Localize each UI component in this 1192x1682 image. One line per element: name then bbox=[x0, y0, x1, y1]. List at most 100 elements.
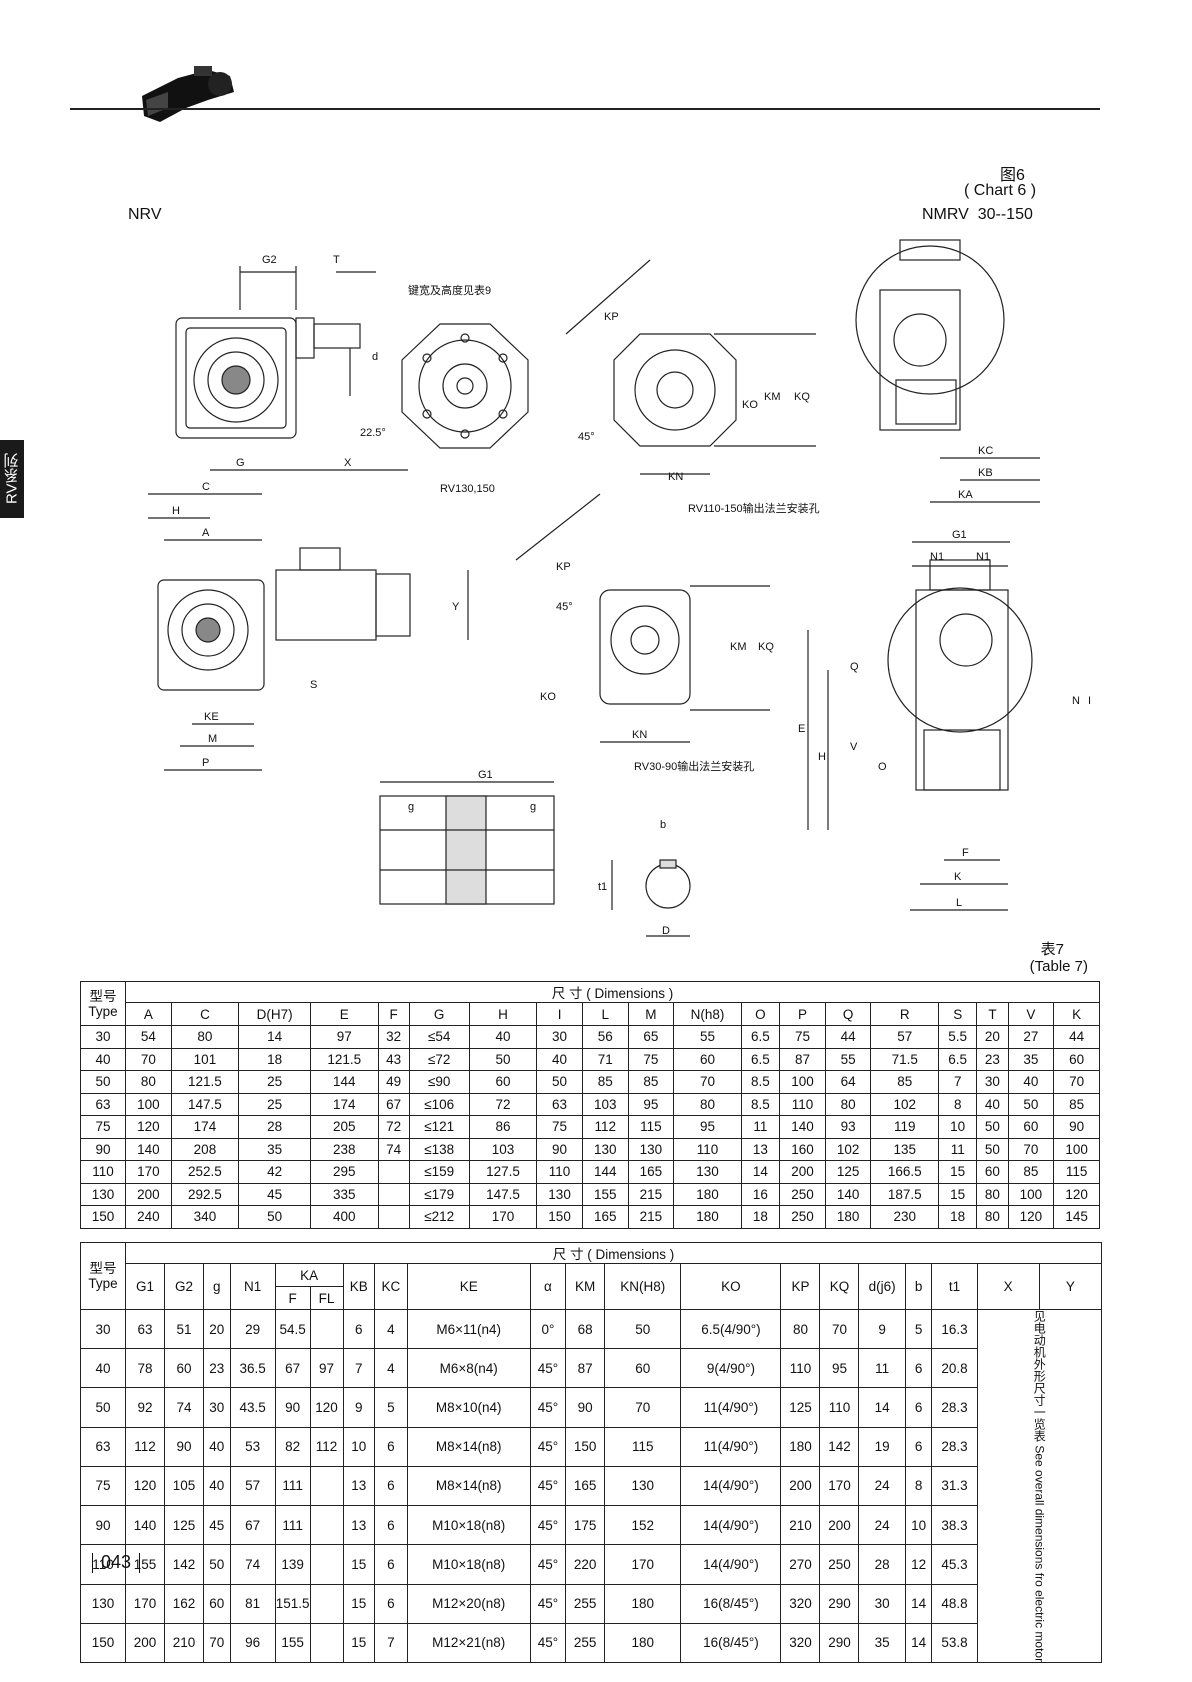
flange-rv30 bbox=[515, 493, 770, 743]
table8-cell: 45.3 bbox=[931, 1544, 978, 1585]
table7-col-header: P bbox=[779, 1002, 826, 1026]
table8-col-header: g bbox=[202, 1263, 231, 1310]
table7-cell: 75 bbox=[536, 1115, 583, 1139]
table7-cell: 72 bbox=[468, 1092, 538, 1116]
table7-cell: 174 bbox=[310, 1092, 379, 1116]
table8-cell: 45° bbox=[529, 1622, 567, 1664]
table7-cell: 205 bbox=[310, 1115, 379, 1139]
table7-cell: 35 bbox=[1007, 1047, 1055, 1071]
table7-cell: 135 bbox=[870, 1137, 939, 1161]
table7-cell: 95 bbox=[627, 1092, 675, 1116]
table8-cell: 45° bbox=[529, 1348, 567, 1389]
table7-cell: 40 bbox=[976, 1092, 1009, 1116]
table8-cell: 125 bbox=[163, 1505, 204, 1546]
table7-col-header: F bbox=[377, 1002, 410, 1026]
dim-H-2: H bbox=[818, 751, 826, 763]
table7-col-header: T bbox=[976, 1002, 1009, 1026]
dim-KE: KE bbox=[204, 711, 219, 723]
table8-cell: 80 bbox=[780, 1308, 821, 1350]
table7-col-header: O bbox=[740, 1002, 781, 1026]
table7-cell: 50 bbox=[536, 1070, 583, 1094]
key-note: 键宽及高度见表9 bbox=[408, 283, 491, 297]
table7-cell: 8.5 bbox=[740, 1070, 781, 1094]
table7-cell: 14 bbox=[740, 1160, 781, 1184]
dim-KN-2: KN bbox=[632, 729, 647, 741]
table8-cell: 90 bbox=[565, 1387, 606, 1428]
table7-cell: 125 bbox=[824, 1160, 872, 1184]
table8-col-header: KP bbox=[780, 1263, 821, 1310]
table7-cell: 7 bbox=[937, 1070, 978, 1094]
table7-cell: 55 bbox=[673, 1025, 742, 1049]
table8-cell: M10×18(n8) bbox=[406, 1505, 531, 1546]
nmrv-side-view bbox=[855, 239, 1040, 503]
table7-cell: 180 bbox=[673, 1182, 742, 1206]
dim-KA: KA bbox=[958, 489, 973, 501]
table7-cell: 32 bbox=[377, 1025, 410, 1049]
dim-KQ-2: KQ bbox=[758, 641, 774, 653]
table8-cell: 110 bbox=[819, 1387, 860, 1428]
table7-cell: 120 bbox=[1053, 1182, 1100, 1206]
table7-cell: ≤54 bbox=[408, 1025, 470, 1049]
table7-cell: 130 bbox=[581, 1137, 629, 1161]
table7-cell: 102 bbox=[824, 1137, 872, 1161]
table7-cell: 110 bbox=[80, 1160, 126, 1184]
table7-cell: 27 bbox=[1007, 1025, 1055, 1049]
table8-cell: 70 bbox=[819, 1308, 860, 1350]
table8-cell: 43.5 bbox=[229, 1387, 276, 1428]
table8-cell: 38.3 bbox=[931, 1505, 978, 1546]
table7-cell: 40 bbox=[1007, 1070, 1055, 1094]
table7-title-en: (Table 7) bbox=[1029, 958, 1088, 975]
table7-cell: 170 bbox=[468, 1205, 538, 1229]
table7-cell: 72 bbox=[377, 1115, 410, 1139]
table7-col-header: S bbox=[937, 1002, 978, 1026]
table7-cell: 110 bbox=[779, 1092, 826, 1116]
table7-dims-header: 尺 寸 ( Dimensions ) bbox=[125, 981, 1100, 1003]
table8-cell: 175 bbox=[565, 1505, 606, 1546]
table8-cell: 45 bbox=[202, 1505, 231, 1546]
table8-col-header: G2 bbox=[163, 1263, 204, 1310]
table8-cell: 82 bbox=[274, 1426, 311, 1467]
table7-cell: ≤72 bbox=[408, 1047, 470, 1071]
nmrv-front-view bbox=[807, 541, 1033, 911]
table8-cell: 70 bbox=[604, 1387, 682, 1428]
table8-cell: 14 bbox=[904, 1622, 933, 1664]
table7-cell: 74 bbox=[377, 1137, 410, 1161]
dim-d: d bbox=[372, 351, 378, 363]
table8-cell: 53 bbox=[229, 1426, 276, 1467]
table7-cell: 180 bbox=[673, 1205, 742, 1229]
gearbox-motor-view bbox=[148, 469, 469, 771]
dim-KQ-1: KQ bbox=[794, 391, 810, 403]
table8-col-header: KO bbox=[680, 1263, 782, 1310]
table8-cell: 67 bbox=[274, 1348, 311, 1389]
table7-cell: 103 bbox=[468, 1137, 538, 1161]
table7-cell: 30 bbox=[976, 1070, 1009, 1094]
table8-cell: 45° bbox=[529, 1387, 567, 1428]
table8-cell: 255 bbox=[565, 1622, 606, 1664]
table8-cell: 290 bbox=[819, 1583, 860, 1624]
label-nmrv: NMRV 30--150 bbox=[922, 206, 1033, 223]
table7-cell: 145 bbox=[1053, 1205, 1100, 1229]
table7-cell: 100 bbox=[1007, 1182, 1055, 1206]
table8-cell: M8×14(n8) bbox=[406, 1426, 531, 1467]
table8-cell: 15 bbox=[342, 1622, 376, 1664]
chart-title-en: ( Chart 6 ) bbox=[964, 182, 1037, 199]
table7-cell: 252.5 bbox=[170, 1160, 240, 1184]
table8-col-header: KC bbox=[374, 1263, 408, 1310]
dim-C: C bbox=[202, 481, 210, 493]
table8-cell: 6 bbox=[374, 1426, 408, 1467]
table8-cell: 6 bbox=[904, 1348, 933, 1389]
table8-cell: 120 bbox=[125, 1465, 165, 1507]
table8-cell: 81 bbox=[229, 1583, 276, 1624]
table8-cell: 120 bbox=[309, 1387, 344, 1428]
table7-cell: 121.5 bbox=[310, 1047, 379, 1071]
table7-cell bbox=[377, 1182, 410, 1206]
dim-G2: G2 bbox=[262, 254, 277, 266]
table7-cell: 115 bbox=[1053, 1160, 1100, 1184]
table8-cell: 31.3 bbox=[931, 1465, 978, 1507]
table8-cell: 180 bbox=[604, 1622, 682, 1664]
table8-cell: 110 bbox=[780, 1348, 821, 1389]
